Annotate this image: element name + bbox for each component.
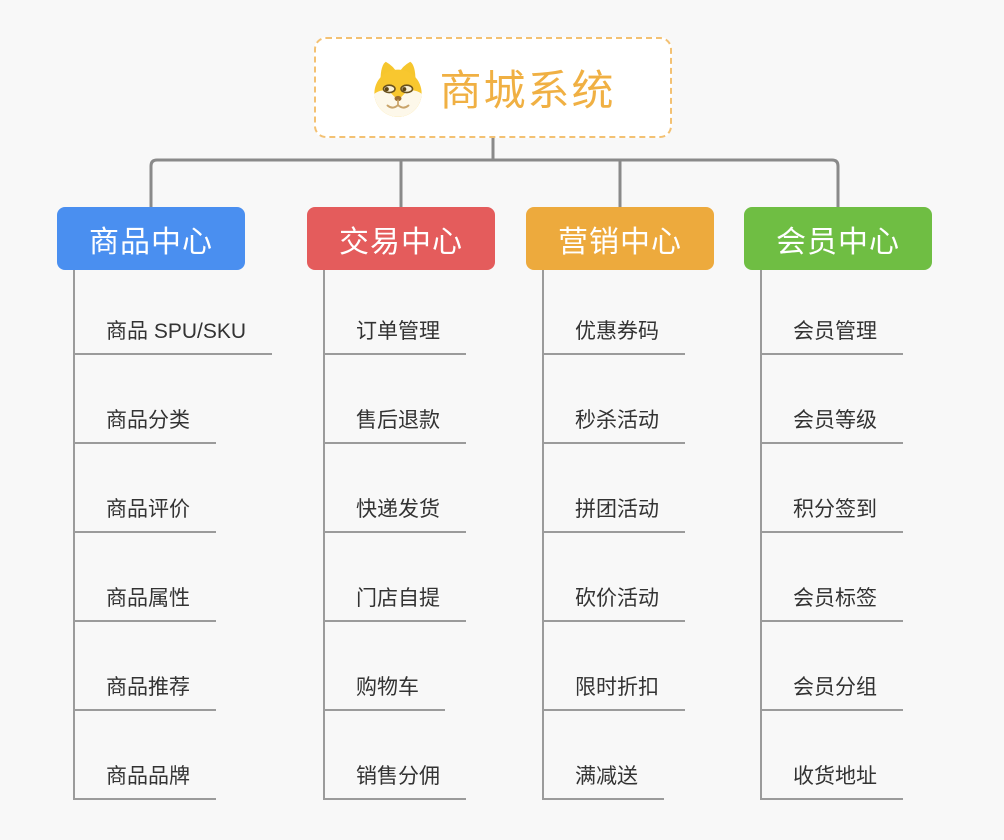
leaf-node[interactable]: 砍价活动 [542, 573, 685, 622]
leaf-node[interactable]: 商品品牌 [73, 751, 216, 800]
leaf-node[interactable]: 限时折扣 [542, 662, 685, 711]
branch-label: 商品中心 [89, 225, 213, 259]
branch-spine-line [542, 270, 544, 800]
leaf-node[interactable]: 快递发货 [323, 484, 466, 533]
leaf-node[interactable]: 会员分组 [760, 662, 903, 711]
leaf-node[interactable]: 优惠券码 [542, 306, 685, 355]
leaf-node[interactable]: 购物车 [323, 662, 445, 711]
branch-spine-line [73, 270, 75, 800]
branch-node[interactable]: 商品中心 [57, 207, 245, 270]
leaf-node[interactable]: 销售分佣 [323, 751, 466, 800]
leaf-node[interactable]: 商品属性 [73, 573, 216, 622]
leaf-node[interactable]: 积分签到 [760, 484, 903, 533]
leaf-node[interactable]: 门店自提 [323, 573, 466, 622]
leaf-node[interactable]: 商品分类 [73, 395, 216, 444]
leaf-node[interactable]: 会员标签 [760, 573, 903, 622]
branch-node[interactable]: 营销中心 [526, 207, 714, 270]
branch-spine-line [760, 270, 762, 800]
root-title: 商城系统 [439, 67, 616, 114]
leaf-node[interactable]: 收货地址 [760, 751, 903, 800]
leaf-node[interactable]: 商品 SPU/SKU [73, 306, 273, 355]
leaf-node[interactable]: 拼团活动 [542, 484, 685, 533]
leaf-node[interactable]: 满减送 [542, 751, 664, 800]
branch-label: 会员中心 [776, 225, 900, 259]
branch-node[interactable]: 交易中心 [307, 207, 495, 270]
leaf-node[interactable]: 订单管理 [323, 306, 466, 355]
branch-node[interactable]: 会员中心 [744, 207, 932, 270]
branch-label: 营销中心 [558, 225, 682, 259]
leaf-node[interactable]: 商品推荐 [73, 662, 216, 711]
root-node[interactable]: 商城系统 [314, 37, 672, 138]
branch-label: 交易中心 [339, 225, 463, 259]
leaf-node[interactable]: 售后退款 [323, 395, 466, 444]
leaf-node[interactable]: 会员等级 [760, 395, 903, 444]
shiba-dog-icon [374, 61, 423, 117]
leaf-node[interactable]: 秒杀活动 [542, 395, 685, 444]
branch-spine-line [323, 270, 325, 800]
leaf-node[interactable]: 会员管理 [760, 306, 903, 355]
leaf-node[interactable]: 商品评价 [73, 484, 216, 533]
